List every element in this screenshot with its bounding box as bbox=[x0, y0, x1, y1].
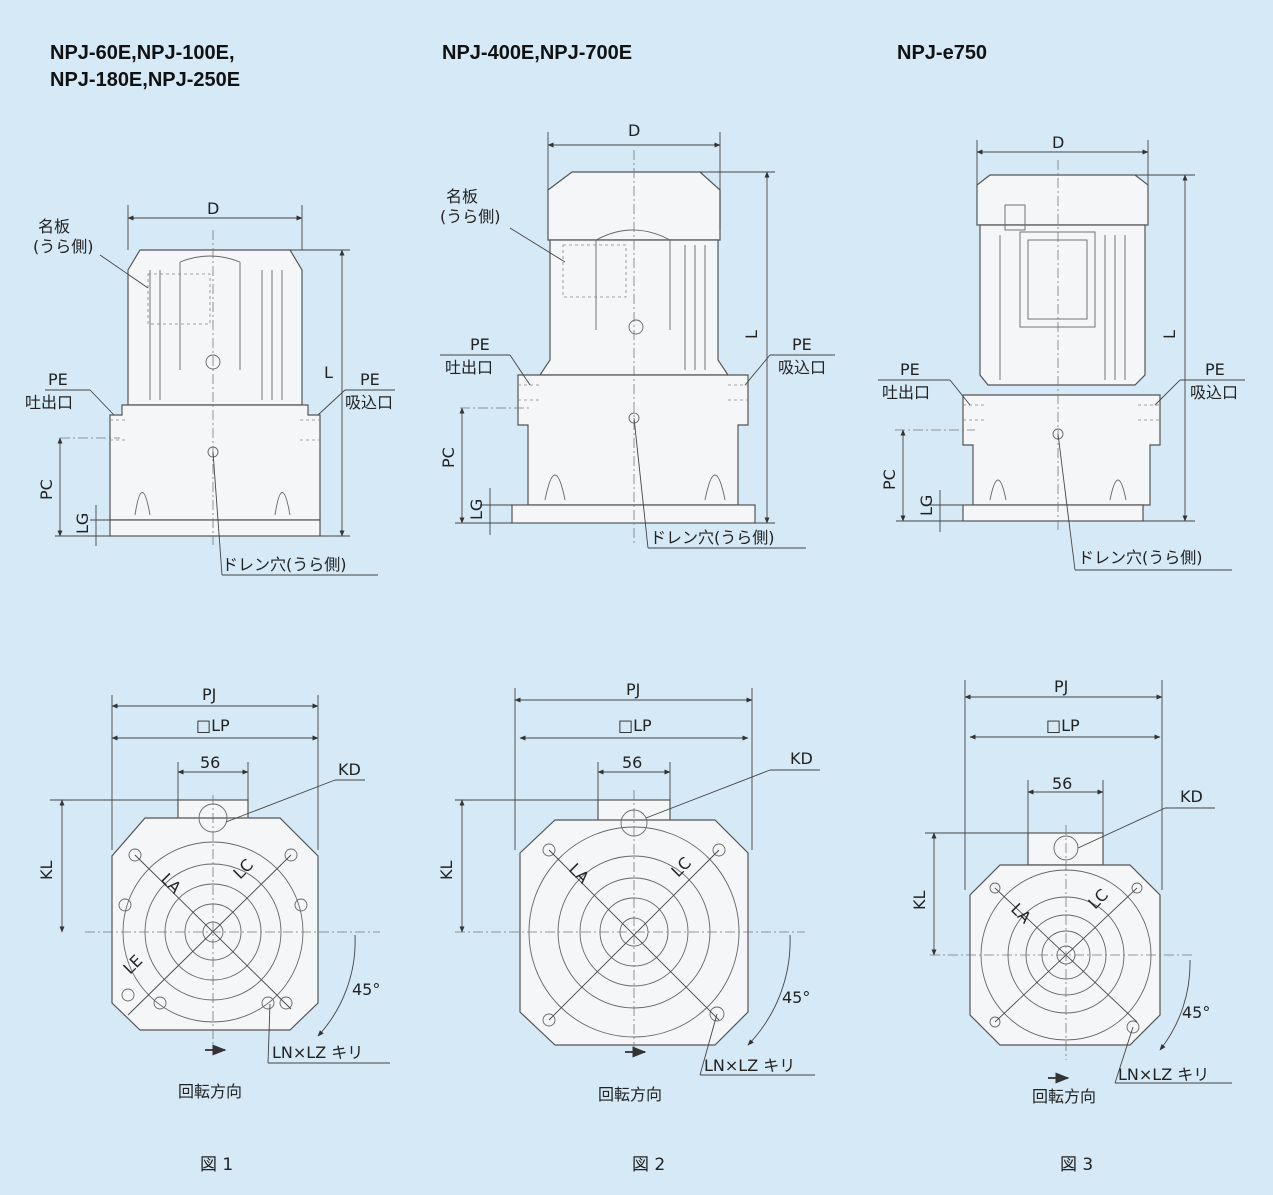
figure-1-title: NPJ-60E,NPJ-100E, NPJ-180E,NPJ-250E bbox=[50, 40, 240, 94]
fig2-label-lg: LG bbox=[467, 499, 486, 520]
fig3-label-lp: □LP bbox=[1046, 716, 1080, 735]
fig1-pump-casing bbox=[109, 404, 321, 521]
figure-1-caption: 図 1 bbox=[200, 1155, 234, 1175]
fig1-label-nameplate-2: (うら側) bbox=[33, 237, 94, 256]
fig1-label-holes: LN×LZ キリ bbox=[272, 1043, 363, 1062]
fig2-label-lp: □LP bbox=[618, 716, 652, 735]
fig3-label-kl: KL bbox=[910, 891, 929, 910]
figure-1-bottom-view: PJ □LP 56 KD KL LA LC LE 45° bbox=[37, 685, 390, 1101]
fig3-label-d: D bbox=[1052, 133, 1064, 152]
figure-3-title: NPJ-e750 bbox=[897, 40, 987, 67]
figure-2-title-line-1: NPJ-400E,NPJ-700E bbox=[442, 42, 633, 64]
fig1-label-rotation: 回転方向 bbox=[178, 1082, 242, 1101]
figure-3-caption: 図 3 bbox=[1060, 1155, 1094, 1175]
fig2-label-nameplate-2: (うら側) bbox=[440, 207, 501, 226]
fig2-label-56: 56 bbox=[622, 753, 642, 772]
fig3-label-holes: LN×LZ キリ bbox=[1118, 1065, 1209, 1084]
fig3-label-lg: LG bbox=[917, 495, 936, 516]
fig2-label-nameplate-1: 名板 bbox=[446, 187, 478, 206]
fig1-label-nameplate-1: 名板 bbox=[38, 217, 70, 236]
fig3-pump-casing bbox=[962, 394, 1161, 506]
fig1-label-kl: KL bbox=[37, 861, 56, 880]
fig2-label-pe-right: PE bbox=[792, 335, 812, 354]
fig1-label-pc: PC bbox=[37, 479, 56, 500]
figure-3-side-view: D L PC LG PE 吐出口 PE 吸込口 ドレ bbox=[878, 133, 1245, 571]
fig3-label-pj: PJ bbox=[1054, 677, 1068, 696]
figure-1-title-line-1: NPJ-60E,NPJ-100E, bbox=[50, 42, 235, 64]
fig3-label-suction: 吸込口 bbox=[1190, 383, 1238, 402]
fig1-label-d: D bbox=[207, 199, 219, 218]
fig2-label-pj: PJ bbox=[626, 680, 640, 699]
figure-3-bottom-view: PJ □LP 56 KD KL LA LC 45° bbox=[910, 677, 1232, 1106]
fig1-label-56: 56 bbox=[200, 753, 220, 772]
fig1-nameplate-outline bbox=[147, 273, 211, 325]
fig2-nameplate-outline bbox=[562, 244, 627, 298]
fig2-flange-outline bbox=[519, 819, 749, 1046]
fig2-label-holes: LN×LZ キリ bbox=[704, 1056, 795, 1075]
fig3-motor-body bbox=[979, 224, 1146, 386]
fig1-flange-outline bbox=[111, 817, 319, 1031]
fig3-label-drain: ドレン穴(うら側) bbox=[1078, 548, 1203, 567]
fig3-label-pe-right: PE bbox=[1205, 360, 1225, 379]
fig1-label-kd: KD bbox=[338, 760, 361, 779]
fig1-label-pe-right: PE bbox=[360, 370, 380, 389]
fig3-label-pc: PC bbox=[880, 469, 899, 490]
fig2-label-kd: KD bbox=[790, 749, 813, 768]
fig3-label-56: 56 bbox=[1052, 774, 1072, 793]
fig3-label-rotation: 回転方向 bbox=[1032, 1087, 1096, 1106]
fig1-label-pe-left: PE bbox=[48, 370, 68, 389]
fig2-label-suction: 吸込口 bbox=[778, 358, 826, 377]
fig3-label-kd: KD bbox=[1180, 787, 1203, 806]
fig3-base bbox=[962, 504, 1144, 522]
fig2-label-drain: ドレン穴(うら側) bbox=[650, 528, 775, 547]
fig2-label-angle: 45° bbox=[782, 988, 810, 1007]
fig1-label-lp: □LP bbox=[196, 716, 230, 735]
fig3-label-discharge: 吐出口 bbox=[882, 383, 930, 402]
fig2-label-l: L bbox=[742, 330, 761, 339]
fig1-label-l: L bbox=[324, 363, 333, 382]
fig2-label-discharge: 吐出口 bbox=[445, 358, 493, 377]
fig3-label-pe-left: PE bbox=[900, 360, 920, 379]
figure-2-caption: 図 2 bbox=[632, 1155, 666, 1175]
figure-1-title-line-2: NPJ-180E,NPJ-250E bbox=[50, 69, 241, 91]
fig1-label-drain: ドレン穴(うら側) bbox=[222, 555, 347, 574]
fig3-label-l: L bbox=[1160, 330, 1179, 339]
fig2-label-rotation: 回転方向 bbox=[598, 1085, 662, 1104]
fig1-label-discharge: 吐出口 bbox=[25, 393, 73, 412]
figure-2-bottom-view: PJ □LP 56 KD KL LA LC 45° bbox=[437, 680, 820, 1104]
figure-2-side-view: D L PC LG 名板 (うら側) PE 吐出口 PE 吸込口 bbox=[439, 121, 835, 549]
fig1-label-pj: PJ bbox=[202, 685, 216, 704]
fig2-label-pc: PC bbox=[439, 447, 458, 468]
fig3-motor-top bbox=[976, 174, 1149, 226]
fig1-label-lg: LG bbox=[73, 513, 92, 534]
fig2-pump-casing bbox=[517, 374, 749, 506]
figure-2-title: NPJ-400E,NPJ-700E bbox=[442, 40, 632, 67]
fig3-label-angle: 45° bbox=[1182, 1003, 1210, 1022]
fig1-label-angle: 45° bbox=[352, 980, 380, 999]
fig2-label-d: D bbox=[628, 121, 640, 140]
fig2-base bbox=[511, 504, 756, 524]
fig2-label-kl: KL bbox=[437, 861, 456, 880]
figure-3-title-line-1: NPJ-e750 bbox=[897, 42, 988, 64]
fig1-motor-body bbox=[127, 249, 303, 406]
fig2-label-pe-left: PE bbox=[470, 335, 490, 354]
figure-1-side-view: D L PC LG 名板 (うら側) PE 吐出口 PE 吸込口 bbox=[25, 199, 395, 576]
fig1-base bbox=[109, 519, 321, 537]
fig1-label-suction: 吸込口 bbox=[345, 393, 393, 412]
